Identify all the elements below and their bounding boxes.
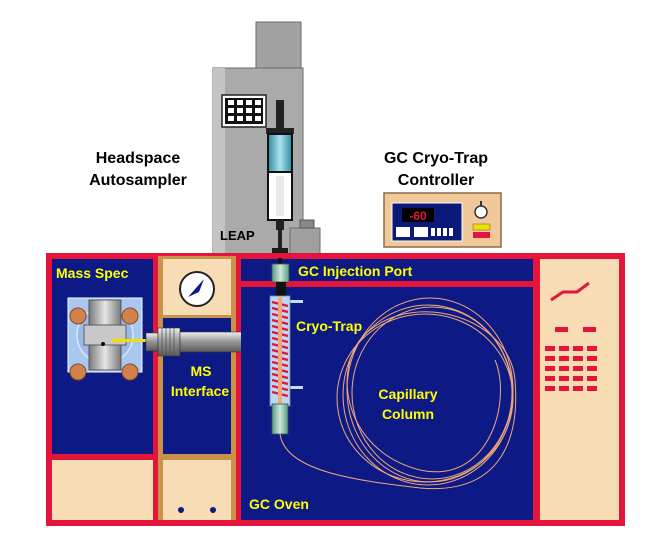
gc-oven-label: GC Oven [249,496,309,512]
headspace-label-line1: Headspace [96,150,181,167]
cryo-controller-label-line2: Controller [398,172,474,189]
gauge-icon [179,271,215,307]
syringe-icon [266,100,294,230]
injection-port-bar [241,259,533,281]
capillary-column [279,297,517,490]
knob-icon [474,201,488,219]
capillary-column-label-line2: Column [382,406,434,422]
controller-display: -60 [409,209,427,223]
mass-spec-chamber [67,297,143,381]
injection-port-label: GC Injection Port [298,263,413,279]
cryo-controller-label-line1: GC Cryo-Trap [384,150,488,167]
capillary-column-label-line1: Capillary [378,386,437,402]
ms-interface-lower-panel [163,460,231,520]
cryo-trap [269,295,303,435]
headspace-label-line2: Autosampler [89,172,187,189]
keypad-icon [221,94,267,128]
injection-port [271,258,290,296]
cryo-trap-label: Cryo-Trap [296,318,362,334]
transfer-line [112,327,290,357]
leap-label: LEAP [220,228,255,243]
gc-keypad [545,327,597,391]
ms-interface-label-line2: Interface [171,383,230,399]
headspace-autosampler: LEAP [212,21,321,269]
mass-spec-lower-panel [52,460,153,520]
ms-interface-label-line1: MS [191,363,212,379]
mass-spec-label: Mass Spec [56,265,129,281]
cryo-trap-controller: -60 [383,192,502,248]
